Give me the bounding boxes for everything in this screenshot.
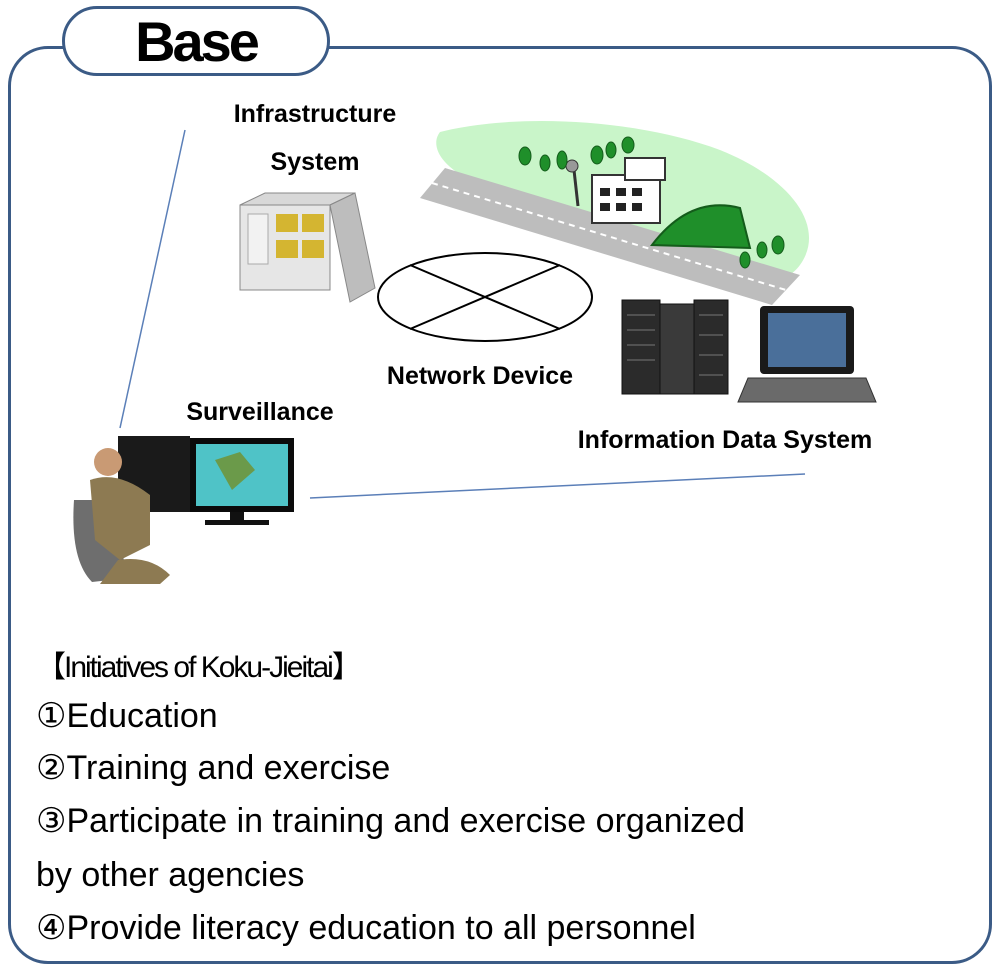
base-title: Base [135,9,260,73]
base-title-tab: Base [62,6,330,76]
initiative-item-participate: ③Participate in training and exercise or… [36,802,745,894]
network-device-icon [377,252,593,342]
surveillance-label: Surveillance [186,398,334,426]
initiative-item-education: ①Education [36,697,218,735]
information-data-system-label: Information Data System [577,426,873,454]
laptop-icon [737,306,877,403]
power-cabinet-icon [239,192,376,303]
initiative-item-training: ②Training and exercise [36,749,391,787]
server-rack-icon [621,299,729,395]
surveillance-operator-icon [73,436,294,584]
initiative-item-literacy: ④Provide literacy education to all perso… [36,909,696,947]
initiatives-heading: 【Initiatives of Koku-Jieitai】 [36,651,362,684]
connector-line-bottom [309,473,806,499]
connector-line-left [119,129,186,429]
system-label: System [270,148,360,176]
air-base-scene-icon [420,120,810,305]
network-device-label: Network Device [386,362,574,390]
infrastructure-label: Infrastructure [233,100,397,128]
initiatives-list: 【Initiatives of Koku-Jieitai】 ①Education… [36,646,756,954]
